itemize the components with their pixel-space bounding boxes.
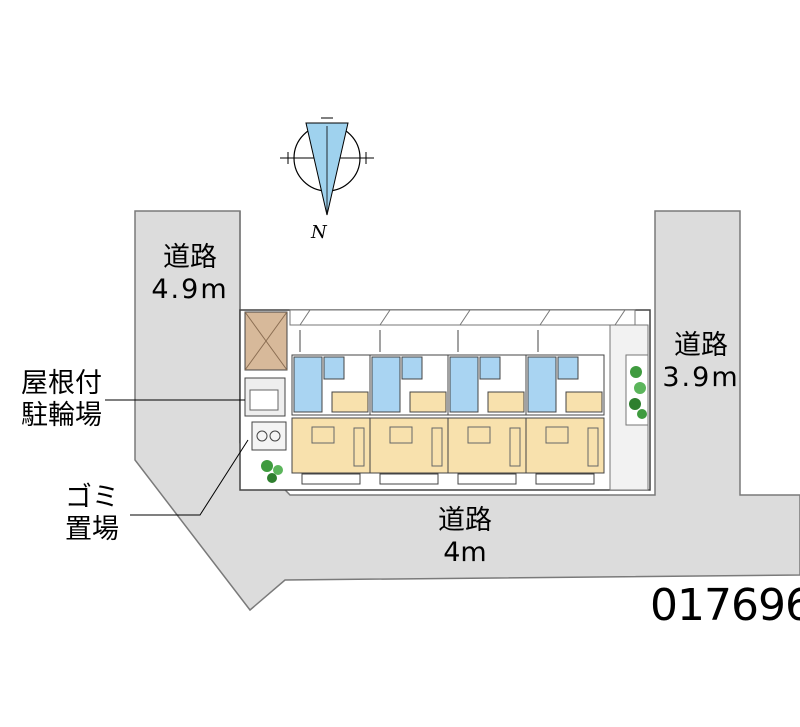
road-left-name: 道路 [163, 242, 217, 273]
road-bottom-name: 道路 [438, 505, 492, 536]
road-right-name: 道路 [674, 330, 728, 361]
unit-1 [291, 354, 371, 485]
unit-2 [369, 354, 449, 485]
road-left-label: 道路 4.9m [140, 242, 240, 306]
garbage-label: ゴミ 置場 [52, 482, 132, 546]
road-bottom-label: 道路 4m [420, 505, 510, 569]
unit-4 [525, 354, 605, 485]
compass-icon [280, 117, 374, 216]
road-right-width: 3.9m [662, 362, 740, 393]
bicycle-parking-line2: 駐輪場 [21, 400, 102, 431]
unit-3 [447, 354, 527, 485]
road-right-label: 道路 3.9m [660, 330, 742, 394]
building-lot [239, 309, 651, 491]
top-walkway [289, 309, 636, 326]
garbage-leader-line [130, 439, 249, 516]
greenery-left [261, 460, 283, 483]
listing-number: 017696 [650, 580, 800, 631]
north-label: N [311, 222, 327, 243]
greenery-right [629, 366, 647, 419]
road-left-width: 4.9m [151, 274, 229, 305]
bicycle-parking-line1: 屋根付 [21, 368, 102, 399]
road-bottom-width: 4m [443, 537, 487, 568]
entrance-marks [299, 330, 539, 352]
bicycle-parking-label: 屋根付 駐輪場 [0, 368, 102, 432]
garbage-line2: 置場 [65, 514, 119, 545]
garbage-line1: ゴミ [65, 482, 119, 513]
